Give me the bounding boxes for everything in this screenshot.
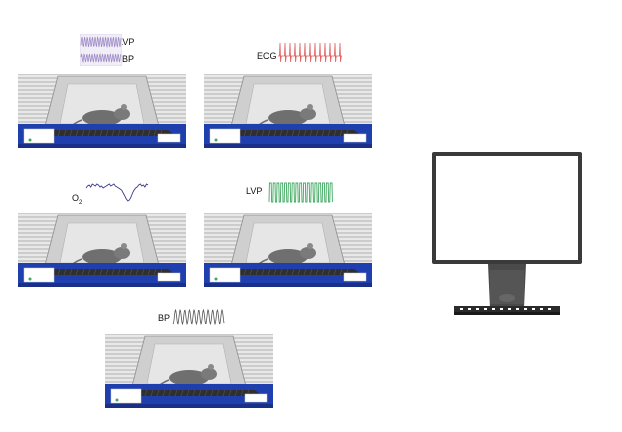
computer-monitor xyxy=(430,150,586,318)
rodent-chamber-3 xyxy=(18,213,186,287)
chamber-drawing xyxy=(18,74,186,148)
monitor-icon xyxy=(432,152,582,315)
rodent-chamber-2 xyxy=(204,74,372,148)
lvp-trace xyxy=(268,182,333,203)
signal-label-o2: O2 xyxy=(72,193,83,206)
rodent-icon xyxy=(253,104,316,131)
o2-trace xyxy=(85,183,149,202)
signal-label-ecg: ECG xyxy=(257,51,277,61)
chamber-drawing xyxy=(204,74,372,148)
lvp-bp-trace xyxy=(80,34,122,66)
chamber-drawing xyxy=(204,213,372,287)
chamber-drawing xyxy=(18,213,186,287)
bp-trace xyxy=(172,308,225,326)
signal-label-bp: BP xyxy=(122,54,135,64)
signal-label-bp-2: BP xyxy=(158,313,171,323)
rodent-chamber-4 xyxy=(204,213,372,287)
rodent-icon xyxy=(253,243,316,270)
rodent-chamber-1 xyxy=(18,74,186,148)
rodent-icon xyxy=(67,104,130,131)
signal-label-lvp-2: LVP xyxy=(246,186,263,196)
chamber-drawing xyxy=(105,334,273,408)
rodent-chamber-5 xyxy=(105,334,273,408)
signal-label-lvp: LVP xyxy=(118,37,135,47)
ecg-trace xyxy=(278,42,342,63)
